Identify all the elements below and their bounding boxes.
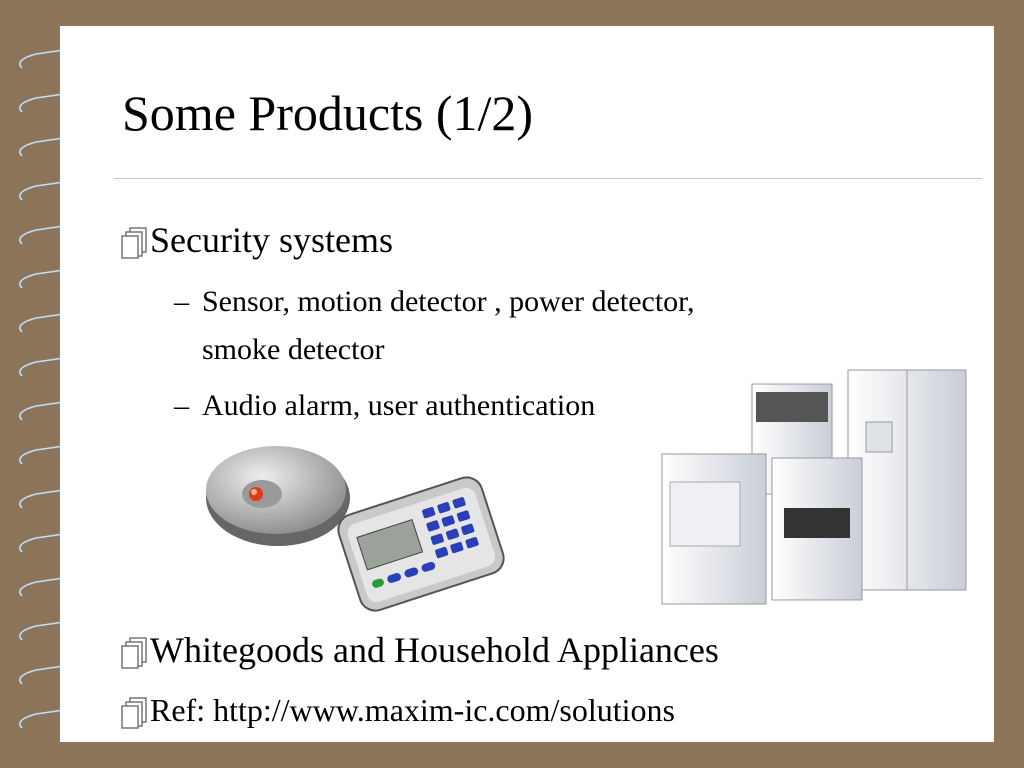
bullet-text: Security systems <box>150 220 393 260</box>
household-appliances-image <box>661 369 967 605</box>
bullet-security-systems: Security systems <box>120 220 393 260</box>
subbullet-audio-alarm: –Audio alarm, user authentication <box>174 382 595 430</box>
notepad-bullet-icon <box>121 637 147 669</box>
subbullet-sensors: –Sensor, motion detector , power detecto… <box>174 278 694 374</box>
subbullet-line2: smoke detector <box>202 333 385 366</box>
bullet-text: Whitegoods and Household Appliances <box>150 630 719 670</box>
sub-dash: – <box>174 389 189 422</box>
bullet-text: Ref: http://www.maxim-ic.com/solutions <box>150 692 675 728</box>
bullet-whitegoods: Whitegoods and Household Appliances <box>120 630 719 670</box>
slide-title: Some Products (1/2) <box>122 85 534 141</box>
subbullet-line1: Sensor, motion detector , power detector… <box>202 285 695 318</box>
notepad-bullet-icon <box>121 227 147 259</box>
bullet-ref: Ref: http://www.maxim-ic.com/solutions <box>120 690 675 730</box>
subbullet-line1: Audio alarm, user authentication <box>202 389 596 422</box>
slide-page: Some Products (1/2) Security systems –Se… <box>60 26 994 742</box>
sub-dash: – <box>174 285 189 318</box>
notepad-bullet-icon <box>121 697 147 729</box>
title-divider <box>114 178 982 179</box>
smoke-detector-image <box>206 446 350 546</box>
security-keypad-image <box>337 476 505 612</box>
